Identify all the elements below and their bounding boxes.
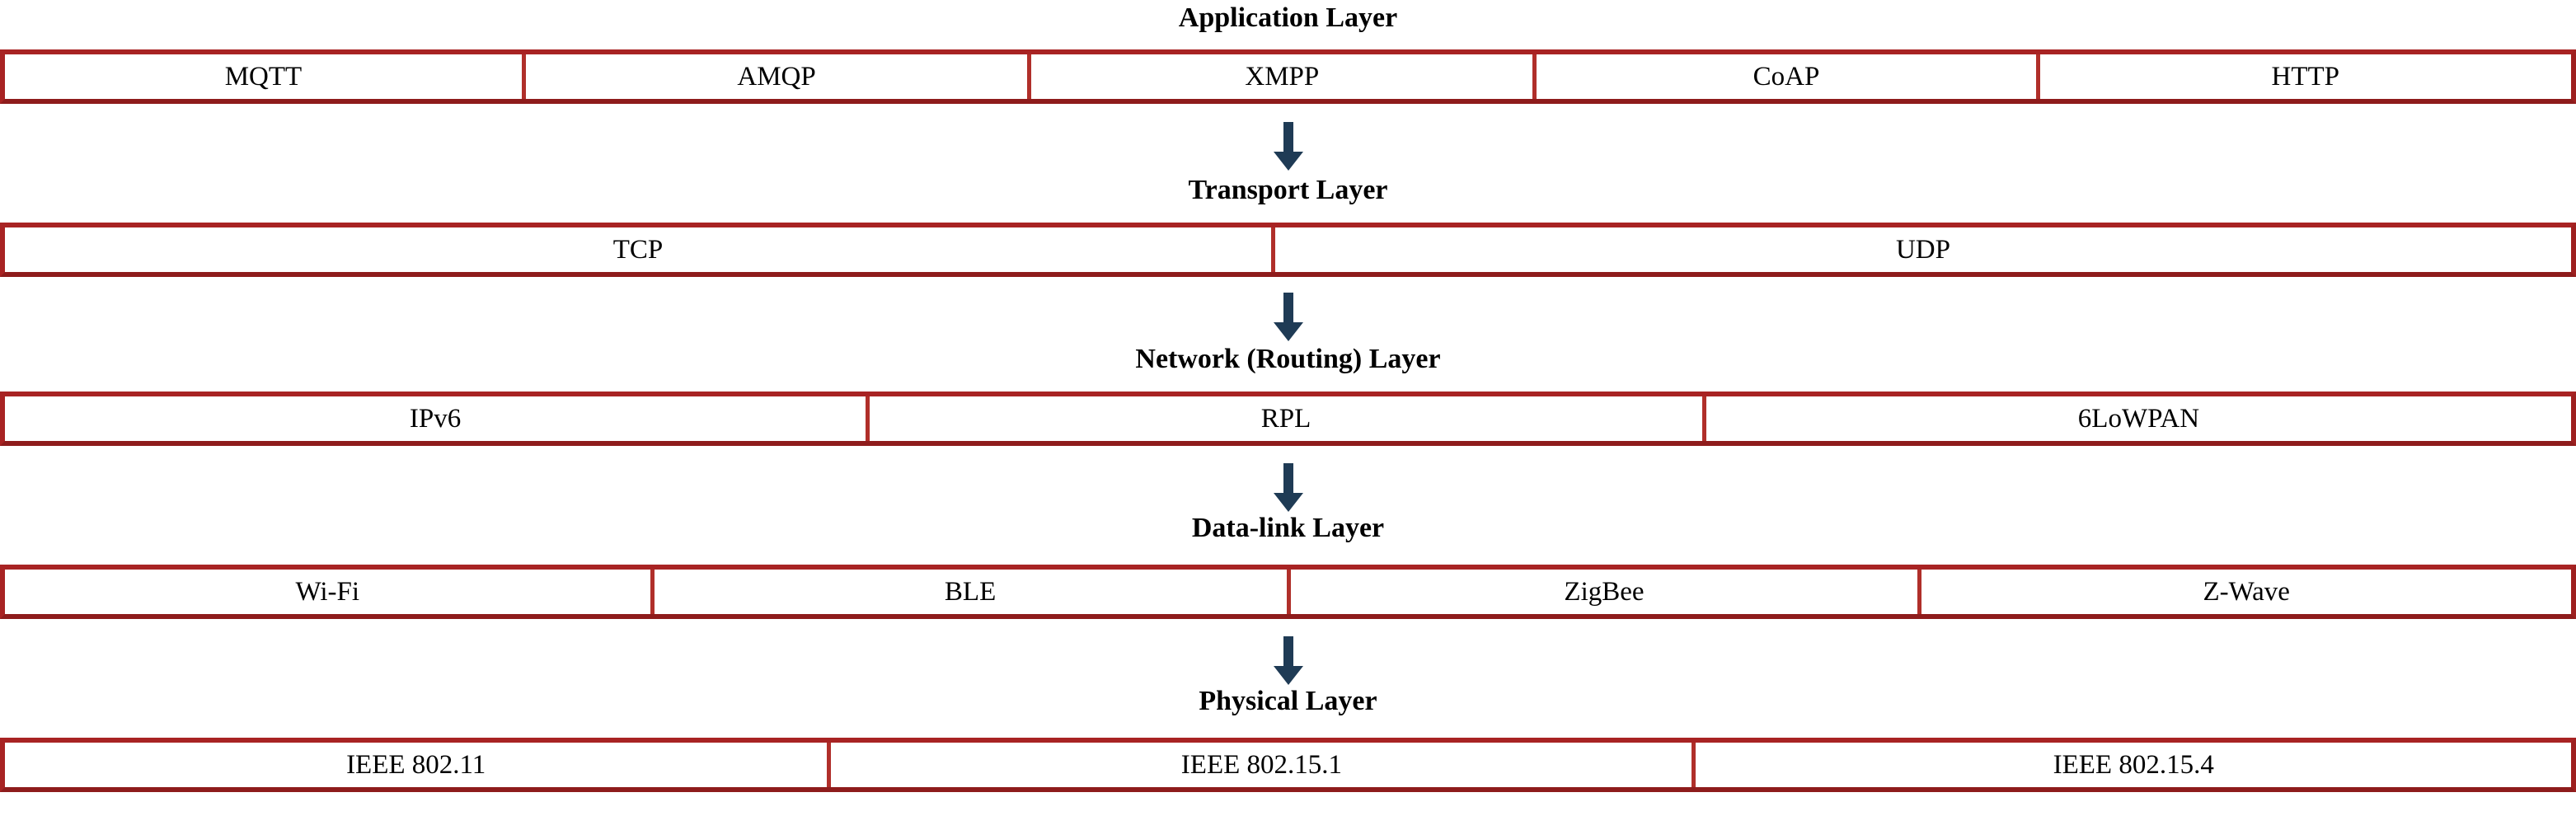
down-arrow-icon xyxy=(1273,293,1304,342)
protocol-cell[interactable]: IEEE 802.15.4 xyxy=(1696,743,2571,787)
protocol-cell[interactable]: Z-Wave xyxy=(1921,570,2571,614)
layer-title: Physical Layer xyxy=(1199,686,1377,716)
protocol-cell[interactable]: XMPP xyxy=(1031,54,1537,99)
layer-title: Transport Layer xyxy=(1188,175,1388,205)
protocol-cell[interactable]: BLE xyxy=(654,570,1291,614)
protocol-cell[interactable]: MQTT xyxy=(5,54,526,99)
layer-title: Application Layer xyxy=(1178,2,1398,33)
layer-title: Data-link Layer xyxy=(1191,513,1385,543)
protocol-cell[interactable]: IEEE 802.15.1 xyxy=(831,743,1696,787)
protocol-cell[interactable]: CoAP xyxy=(1537,54,2040,99)
down-arrow-icon xyxy=(1273,122,1304,171)
layer-title-group: Data-link Layer xyxy=(0,513,2576,544)
layer-title-group: Network (Routing) Layer xyxy=(0,344,2576,375)
layer-title-group: Physical Layer xyxy=(0,686,2576,717)
down-arrow-icon xyxy=(1273,636,1304,686)
protocol-cell[interactable]: Wi-Fi xyxy=(5,570,655,614)
protocol-cell[interactable]: IPv6 xyxy=(5,396,870,441)
down-arrow-icon xyxy=(1273,463,1304,513)
protocol-cell[interactable]: 6LoWPAN xyxy=(1706,396,2571,441)
protocol-cell[interactable]: ZigBee xyxy=(1290,570,1922,614)
protocol-cell[interactable]: HTTP xyxy=(2039,54,2571,99)
protocol-cell[interactable]: RPL xyxy=(870,396,1706,441)
protocol-cell[interactable]: UDP xyxy=(1274,227,2571,272)
layer-title-group: Application Layer xyxy=(0,2,2576,34)
protocol-cell[interactable]: AMQP xyxy=(525,54,1032,99)
protocol-cell[interactable]: IEEE 802.11 xyxy=(5,743,832,787)
protocol-cell[interactable]: TCP xyxy=(5,227,1275,272)
layer-title: Network (Routing) Layer xyxy=(1135,344,1441,374)
layer-title-group: Transport Layer xyxy=(0,175,2576,206)
